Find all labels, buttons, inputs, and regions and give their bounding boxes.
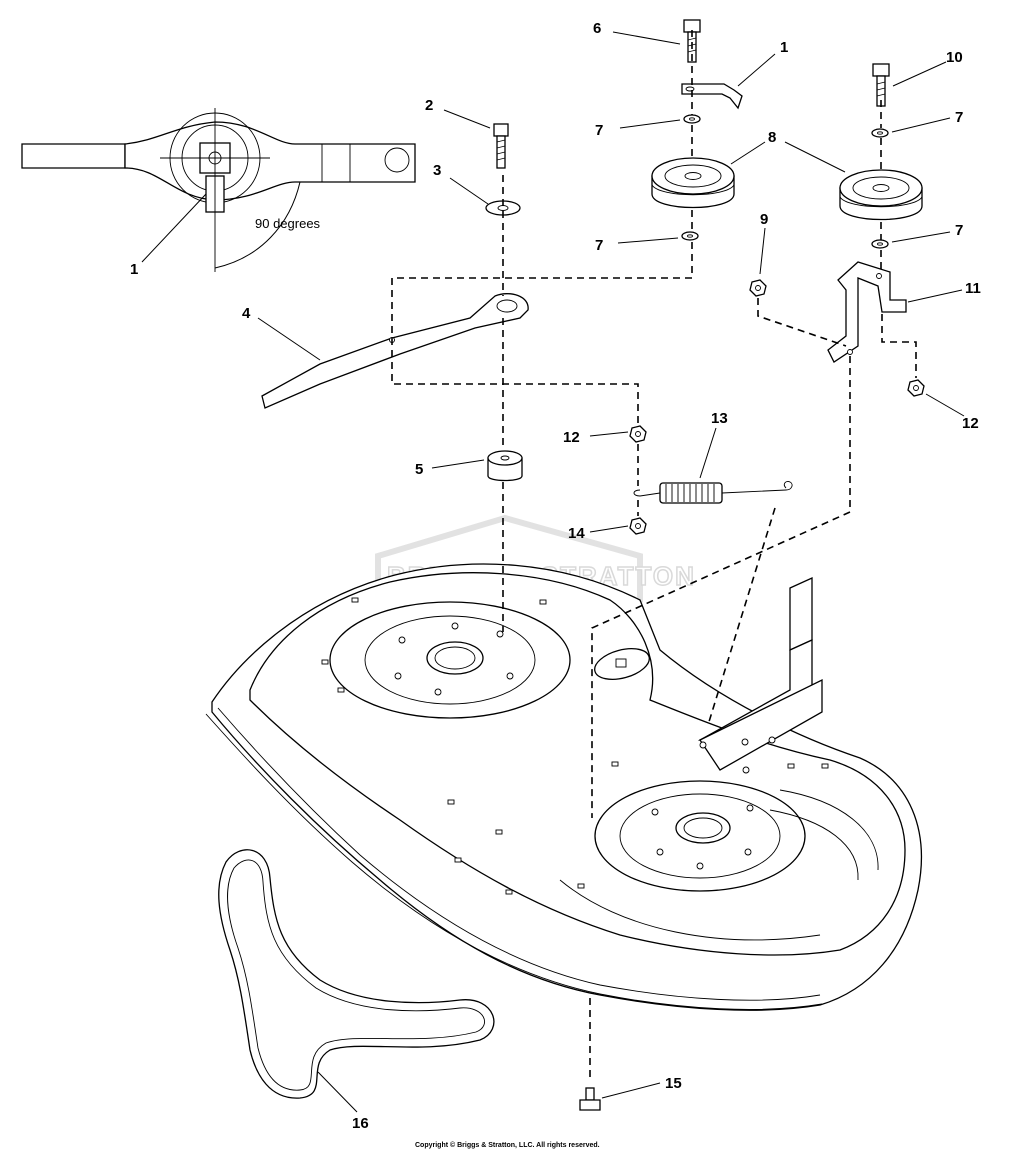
washer-part-7-upper-right — [871, 128, 889, 138]
spacer-part-5 — [487, 450, 523, 482]
callout-1-top: 1 — [780, 39, 788, 56]
callout-12-right: 12 — [962, 415, 979, 432]
callout-16: 16 — [352, 1115, 369, 1132]
callout-6: 6 — [593, 20, 601, 37]
callout-2: 2 — [425, 97, 433, 114]
washer-part-7-lower-left — [681, 231, 699, 241]
washer-part-7-upper-left — [683, 114, 701, 124]
deck-slots — [321, 597, 829, 895]
callout-14: 14 — [568, 525, 585, 542]
mower-deck-housing — [205, 563, 922, 1011]
callout-5: 5 — [415, 461, 423, 478]
callout-1-detail: 1 — [130, 261, 138, 278]
callout-8: 8 — [768, 129, 776, 146]
callout-15: 15 — [665, 1075, 682, 1092]
bolt-part-15 — [579, 1087, 601, 1111]
callout-4: 4 — [242, 305, 251, 322]
belt-part-16 — [218, 849, 495, 1099]
callout-12-left: 12 — [563, 429, 580, 446]
washer-part-7-lower-right — [871, 239, 889, 249]
nut-part-14 — [629, 517, 647, 535]
callout-3: 3 — [433, 162, 441, 179]
pulley-part-8-right — [839, 169, 923, 221]
bracket-part-1 — [681, 83, 743, 110]
spring-part-13 — [633, 481, 793, 504]
chute-mount-bracket — [697, 576, 823, 774]
pulley-bracket-part-11 — [827, 261, 907, 363]
nut-part-12-right — [907, 379, 925, 397]
washer-part-3 — [485, 200, 521, 216]
nut-part-9 — [749, 279, 767, 297]
idler-orientation-detail: 90 degrees 1 — [21, 108, 416, 278]
callout-7-upper-right: 7 — [955, 109, 963, 126]
bolt-part-2 — [493, 123, 509, 169]
callout-11: 11 — [965, 280, 981, 297]
pulley-part-8-left — [651, 157, 735, 209]
callout-7-upper-left: 7 — [595, 122, 603, 139]
detail-angle-note: 90 degrees — [255, 216, 321, 231]
copyright-notice: Copyright © Briggs & Stratton, LLC. All … — [415, 1141, 600, 1149]
callout-9: 9 — [760, 211, 768, 228]
callout-13: 13 — [711, 410, 728, 427]
callout-7-lower-right: 7 — [955, 222, 963, 239]
bolt-part-10 — [872, 63, 890, 107]
nut-part-12-left — [629, 425, 647, 443]
assembly-lines — [391, 30, 917, 1082]
callout-10: 10 — [946, 49, 963, 66]
idler-arm-part-4 — [261, 293, 529, 409]
callout-7-lower-left: 7 — [595, 237, 603, 254]
